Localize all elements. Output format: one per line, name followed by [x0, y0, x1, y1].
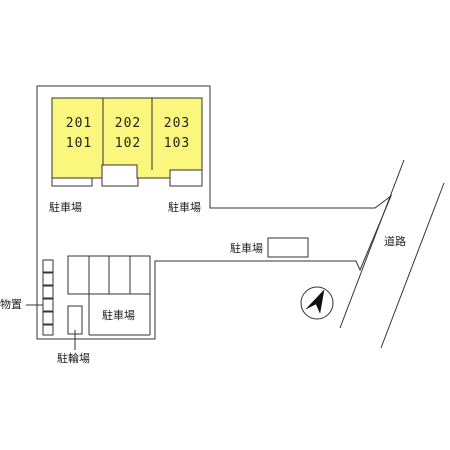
parking-label-center: 駐車場 — [168, 201, 201, 214]
unit-103: 103 — [163, 136, 191, 151]
bicycle-parking-label: 駐輪場 — [57, 352, 90, 365]
north-arrow-icon — [300, 286, 334, 320]
road-edge-left — [339, 159, 405, 329]
unit-203: 203 — [163, 116, 191, 131]
parking-label-lower: 駐車場 — [102, 309, 135, 322]
apartment-building — [51, 97, 203, 187]
road-edge-right — [380, 182, 445, 349]
parking-grid — [67, 255, 151, 336]
unit-202: 202 — [114, 116, 142, 131]
parking-label-left: 駐車場 — [49, 201, 82, 214]
bicycle-parking-area — [67, 305, 83, 335]
road-label: 道路 — [384, 235, 406, 248]
storage-shed — [42, 259, 54, 336]
storage-label: 物置 — [0, 298, 22, 311]
unit-101: 101 — [65, 136, 93, 151]
parking-box-right — [267, 237, 309, 258]
site-boundary — [36, 85, 393, 340]
parking-label-right: 駐車場 — [230, 242, 263, 255]
unit-102: 102 — [114, 136, 142, 151]
unit-201: 201 — [65, 116, 93, 131]
